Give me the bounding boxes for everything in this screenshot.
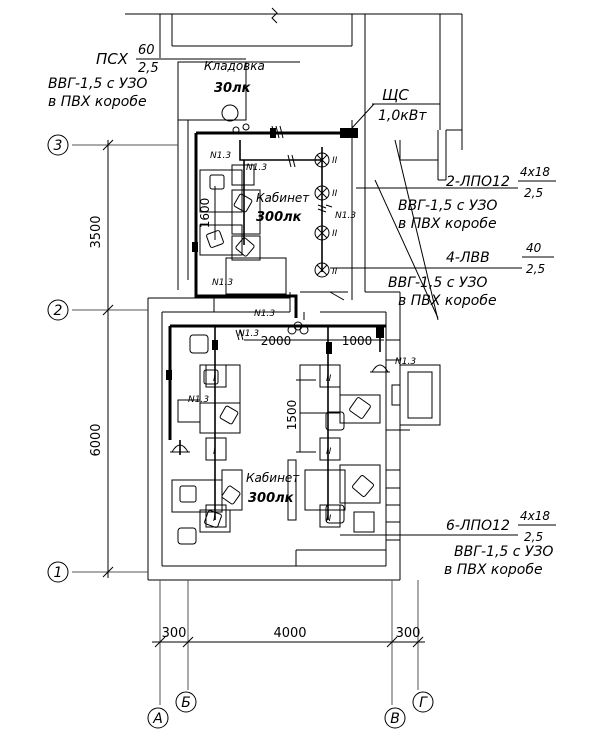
cable-r2-line2: в ПВХ коробе xyxy=(398,293,497,309)
tag-n13-7: N1.3 xyxy=(188,395,209,405)
tag-n13-8: N1.3 xyxy=(395,357,416,367)
lp2-den: 2,5 xyxy=(524,530,543,544)
axis-label-1: 1 xyxy=(54,565,63,581)
lamp-lpo-1 xyxy=(205,364,227,388)
lvv-num: 40 xyxy=(526,241,542,255)
office-furniture xyxy=(171,164,381,545)
dim-300-left: 300 xyxy=(162,626,187,641)
psh-label: ПСХ xyxy=(96,50,129,68)
tag-circuit-2: II xyxy=(332,189,338,199)
lamp-lvv-1 xyxy=(314,152,330,168)
cable-r3-line1: ВВГ-1,5 с УЗО xyxy=(454,544,553,560)
cable-r1-line1: ВВГ-1,5 с УЗО xyxy=(398,198,497,214)
dimensions: 3500 6000 300 4000 300 1600 2000 1000 15… xyxy=(89,198,420,641)
axis-bubble-2 xyxy=(47,299,69,321)
office2-name: Кабинет xyxy=(246,471,300,485)
axis-bubble-v xyxy=(384,707,406,729)
wiring xyxy=(168,125,386,520)
dim-2000: 2000 xyxy=(261,334,292,348)
line-tags: N1.3 N1.3 N1.3 N1.3 N1.3 N1.3 N1.3 N1.3 … xyxy=(188,151,416,524)
lp2-label: 6-ЛПО12 xyxy=(446,518,510,534)
tag-n13-5: N1.3 xyxy=(254,309,275,319)
lamp-lvv-4 xyxy=(314,262,330,278)
tag-n13-4: N1.3 xyxy=(212,278,233,288)
tag-circuit-7: II xyxy=(326,514,332,524)
lamp-lpo-6 xyxy=(319,504,341,528)
panel-box xyxy=(340,128,358,138)
axis-label-2: 2 xyxy=(54,303,63,319)
tag-n13-3: N1.3 xyxy=(335,211,356,221)
cable-r1-line2: в ПВХ коробе xyxy=(398,216,497,232)
office1-name: Кабинет xyxy=(256,191,310,205)
panel-label: ЩС xyxy=(382,86,409,104)
dim-1500: 1500 xyxy=(285,400,299,431)
lamp-lpo-5 xyxy=(319,437,341,461)
axis-label-g: Г xyxy=(419,695,428,711)
axis-bubble-b xyxy=(175,691,197,713)
axis-label-a: А xyxy=(152,711,163,727)
lvv-den: 2,5 xyxy=(526,262,545,276)
tag-circuit-1: II xyxy=(332,156,338,166)
dim-300-right: 300 xyxy=(396,626,421,641)
lamp-lvv-2 xyxy=(314,185,330,201)
tag-circuit-6: II xyxy=(326,447,332,457)
office1-lux: 300лк xyxy=(256,210,303,225)
tag-n13-1: N1.3 xyxy=(210,151,231,161)
lp1-label: 2-ЛПО12 xyxy=(446,174,510,190)
wall-lamps xyxy=(314,152,330,278)
dim-1000: 1000 xyxy=(342,334,373,348)
axis-label-b: Б xyxy=(181,695,191,711)
lamp-lpo-2 xyxy=(205,437,227,461)
axis-label-v: В xyxy=(390,711,400,727)
psh-num: 60 xyxy=(138,43,155,58)
lp1-num: 4х18 xyxy=(520,165,550,179)
dim-6000: 6000 xyxy=(89,423,104,456)
axis-labels: 3 2 1 А Б В Г xyxy=(54,138,429,727)
lamp-lvv-3 xyxy=(314,225,330,241)
cable-r2-line1: ВВГ-1,5 с УЗО xyxy=(388,275,487,291)
fluorescent-lamps xyxy=(205,364,341,528)
dim-3500: 3500 xyxy=(89,215,104,248)
cable-top-left-line1: ВВГ-1,5 с УЗО xyxy=(48,76,147,92)
room-labels: Кладовка 30лк Кабинет 300лк Кабинет 300л… xyxy=(204,59,310,506)
tag-circuit-3: II xyxy=(332,229,338,239)
axis-bubble-1 xyxy=(47,561,69,583)
dimension-lines xyxy=(214,186,384,453)
panel-power: 1,0кВт xyxy=(378,108,427,124)
axis-grid xyxy=(47,134,434,729)
axis-label-3: 3 xyxy=(54,138,63,154)
cable-top-left-line2: в ПВХ коробе xyxy=(48,94,147,110)
dim-1600: 1600 xyxy=(198,198,212,229)
lp2-num: 4х18 xyxy=(520,509,550,523)
storage-lux: 30лк xyxy=(214,81,252,96)
lp1-den: 2,5 xyxy=(524,186,543,200)
annotations: ПСХ 60 2,5 ВВГ-1,5 с УЗО в ПВХ коробе ЩС… xyxy=(48,43,556,578)
axis-bubble-g xyxy=(412,691,434,713)
tag-n13-2: N1.3 xyxy=(246,163,267,173)
tag-n13-6: N1.3 xyxy=(238,329,259,339)
tag-circuit-9: I xyxy=(213,447,216,457)
tag-circuit-8: I xyxy=(213,374,216,384)
lamp-lpo-4 xyxy=(319,364,341,388)
tag-circuit-10: I xyxy=(213,514,216,524)
electrical-devices xyxy=(166,104,390,528)
storage-name: Кладовка xyxy=(204,59,265,73)
cable-r3-line2: в ПВХ коробе xyxy=(444,562,543,578)
lvv-label: 4-ЛВВ xyxy=(446,250,490,266)
tag-circuit-4: II xyxy=(332,267,338,277)
axis-bubble-a xyxy=(147,707,169,729)
building-walls xyxy=(125,7,463,581)
storage-lamp xyxy=(221,104,239,122)
tag-circuit-5: II xyxy=(326,374,332,384)
lamp-lpo-3 xyxy=(205,504,227,528)
psh-den: 2,5 xyxy=(138,61,159,76)
office2-lux: 300лк xyxy=(248,491,295,506)
axis-bubble-3 xyxy=(47,134,69,156)
dim-4000: 4000 xyxy=(273,626,306,641)
